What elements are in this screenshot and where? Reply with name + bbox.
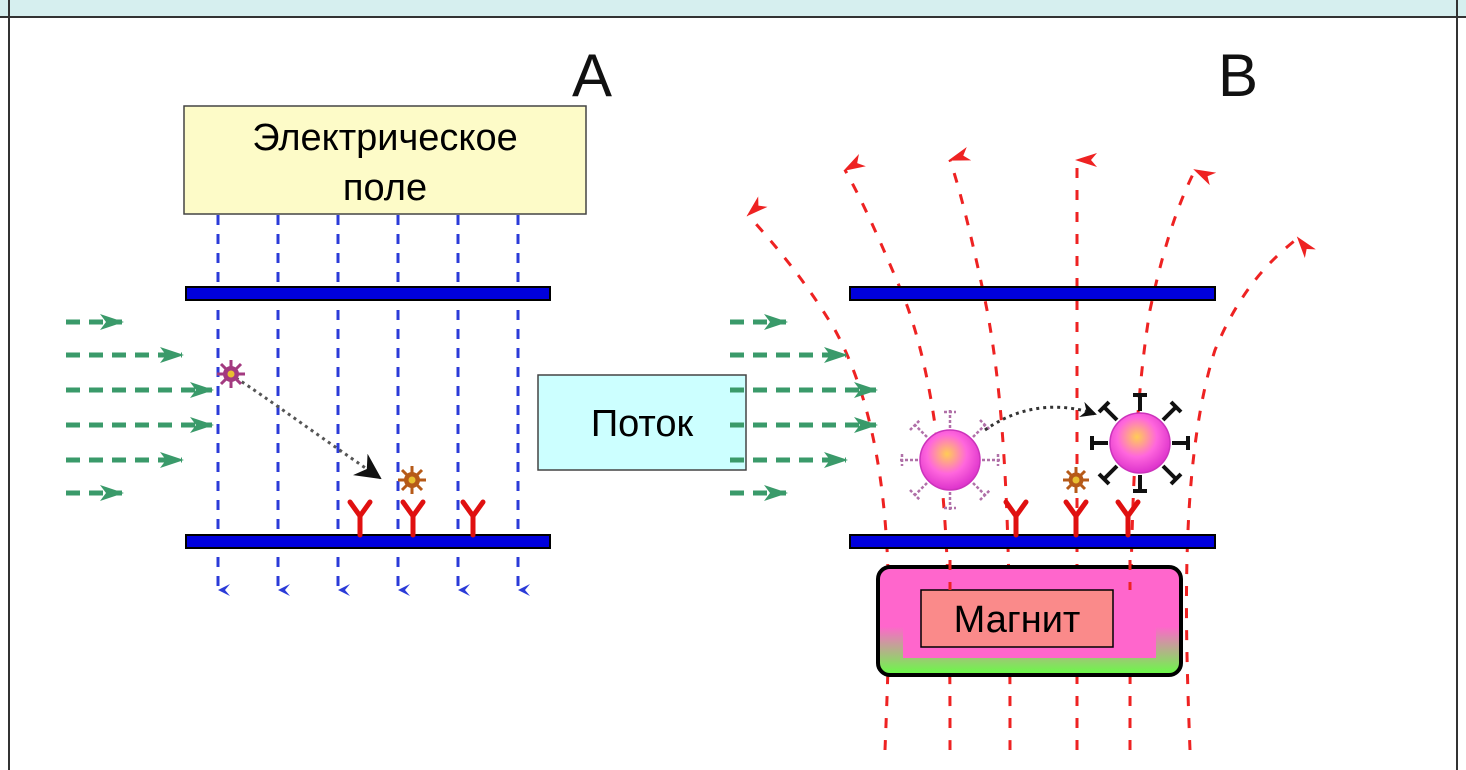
top-plate	[849, 286, 1216, 301]
field-label-line1: Электрическое	[252, 117, 517, 159]
bottom-plate	[849, 534, 1216, 549]
electric-field-lines	[216, 215, 530, 596]
antibody	[460, 499, 486, 538]
antibodies-b	[1003, 499, 1141, 538]
antibody	[347, 499, 373, 538]
magnet: Магнит	[876, 565, 1183, 677]
panel-a-letter: A	[572, 42, 612, 109]
slide-frame	[8, 0, 1458, 770]
particle-captured-b	[1063, 467, 1089, 493]
antibodies-a	[347, 499, 486, 538]
top-plate	[185, 286, 551, 301]
magnetic-bead-free	[900, 410, 1000, 510]
top-strip	[0, 0, 1466, 18]
flow-arrows-a	[66, 314, 214, 501]
magnetic-bead-bound	[1090, 393, 1190, 493]
antibody	[400, 499, 426, 538]
electric-field-label-box: Электрическое поле	[183, 105, 587, 215]
flow-label-box: Поток	[537, 374, 747, 471]
particle-captured	[398, 466, 426, 494]
panel-a: A Электрическое поле	[66, 42, 612, 596]
panel-b-letter: B	[1218, 42, 1258, 109]
particle-trajectory-a	[235, 376, 382, 480]
panel-b: B	[730, 42, 1316, 751]
magnet-label: Магнит	[954, 599, 1081, 641]
bottom-plate	[185, 534, 551, 549]
antibody	[1115, 499, 1141, 538]
flow-label: Поток	[591, 403, 694, 445]
particle-start	[217, 360, 245, 388]
magnetic-field-lines-lower	[948, 560, 1132, 590]
flow-arrows-b	[730, 314, 878, 501]
antibody	[1063, 499, 1089, 538]
antibody	[1003, 499, 1029, 538]
field-line	[1184, 236, 1316, 751]
field-label-line2: поле	[343, 167, 427, 209]
